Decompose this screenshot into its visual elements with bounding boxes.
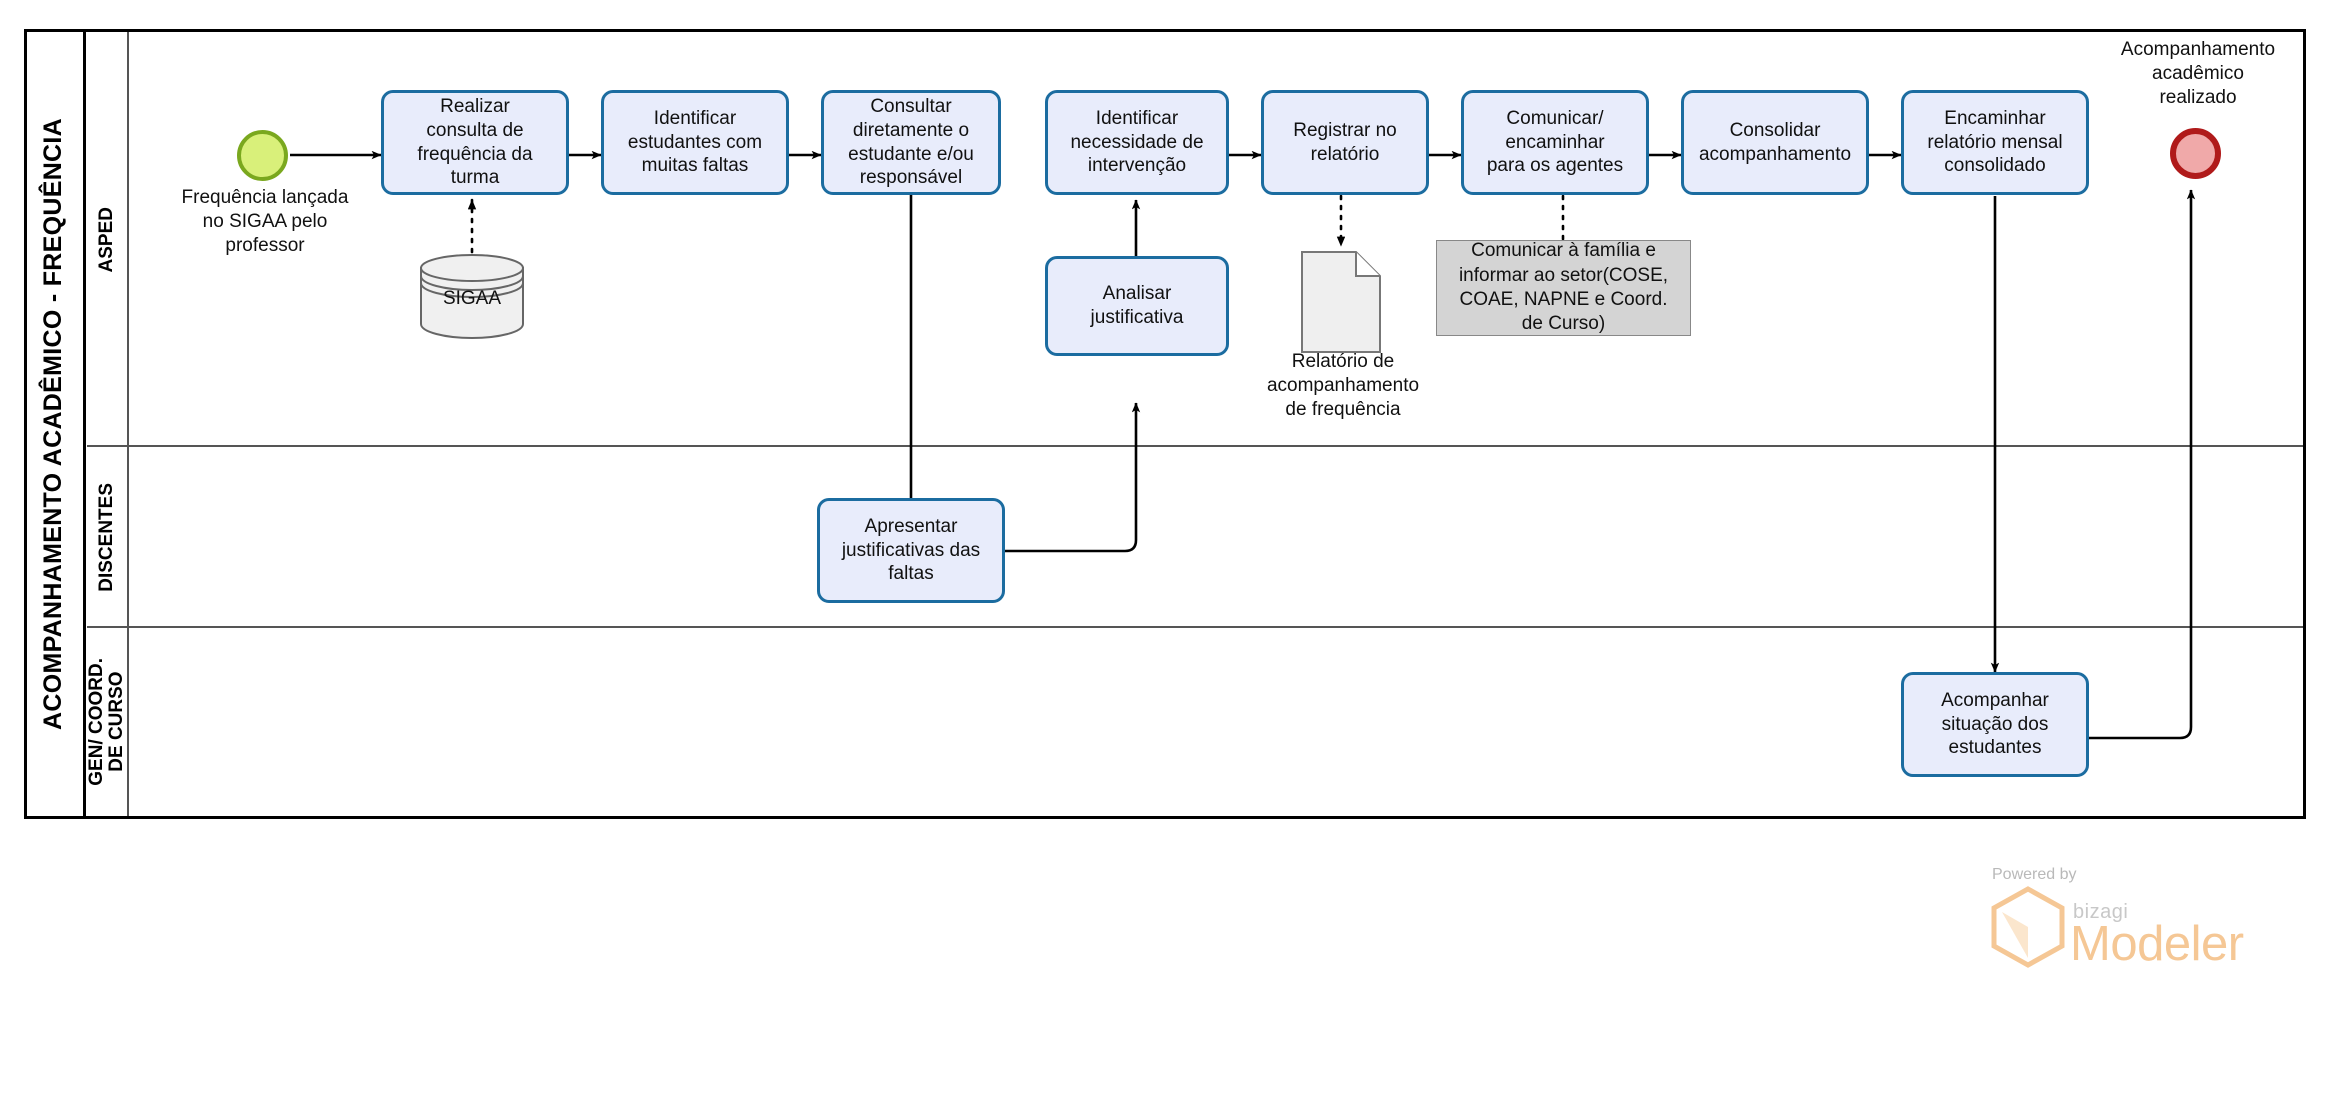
text-annotation: Comunicar à família e informar ao setor(… (1436, 240, 1691, 336)
lane-label-gen-coord-curso: GEN/ COORD. DE CURSO (86, 658, 127, 786)
task-encaminhar-relatorio-mensal[interactable]: Encaminhar relatório mensal consolidado (1901, 90, 2089, 195)
lane-discentes (87, 447, 2303, 628)
bizagi-logo-icon (1991, 886, 2065, 968)
lane-header-gen-coord-curso: GEN/ COORD. DE CURSO (86, 628, 129, 816)
start-event[interactable] (237, 130, 288, 181)
lane-label-aspa: ASPED (96, 206, 118, 273)
pool-title-label: ACOMPANHAMENTO ACADÊMICO - FREQUÊNCIA (39, 117, 67, 730)
task-acompanhar-situacao-estudantes[interactable]: Acompanhar situação dos estudantes (1901, 672, 2089, 777)
lane-aspa (87, 32, 2303, 447)
bizagi-wordmark: bizagi (2073, 901, 2129, 923)
task-consolidar-acompanhamento[interactable]: Consolidar acompanhamento (1681, 90, 1869, 195)
pool-title: ACOMPANHAMENTO ACADÊMICO - FREQUÊNCIA (24, 29, 86, 819)
task-identificar-necessidade-intervencao[interactable]: Identificar necessidade de intervenção (1045, 90, 1229, 195)
task-identificar-estudantes-faltas[interactable]: Identificar estudantes com muitas faltas (601, 90, 789, 195)
lane-label-discentes: DISCENTES (96, 483, 118, 592)
database-icon (417, 252, 527, 340)
start-event-label: Frequência lançada no SIGAA pelo profess… (181, 187, 349, 256)
lane-header-discentes: DISCENTES (87, 447, 129, 628)
task-consultar-estudante-responsavel[interactable]: Consultar diretamente o estudante e/ou r… (821, 90, 1001, 195)
modeler-wordmark: Modeler (2070, 917, 2244, 971)
powered-by-label: Powered by (1992, 866, 2077, 883)
task-apresentar-justificativas-faltas[interactable]: Apresentar justificativas das faltas (817, 498, 1005, 603)
end-event-label: Acompanhamento acadêmico realizado (2120, 39, 2276, 108)
datastore-label: SIGAA (442, 288, 502, 309)
document-icon (1300, 250, 1382, 354)
task-registrar-no-relatorio[interactable]: Registrar no relatório (1261, 90, 1429, 195)
task-realizar-consulta-frequencia[interactable]: Realizar consulta de frequência da turma (381, 90, 569, 195)
dataobject-label: Relatório de acompanhamento de frequênci… (1266, 351, 1420, 420)
lane-header-aspa: ASPED (87, 32, 129, 447)
task-comunicar-encaminhar-agentes[interactable]: Comunicar/ encaminhar para os agentes (1461, 90, 1649, 195)
end-event[interactable] (2170, 128, 2221, 179)
task-analisar-justificativa[interactable]: Analisar justificativa (1045, 256, 1229, 356)
